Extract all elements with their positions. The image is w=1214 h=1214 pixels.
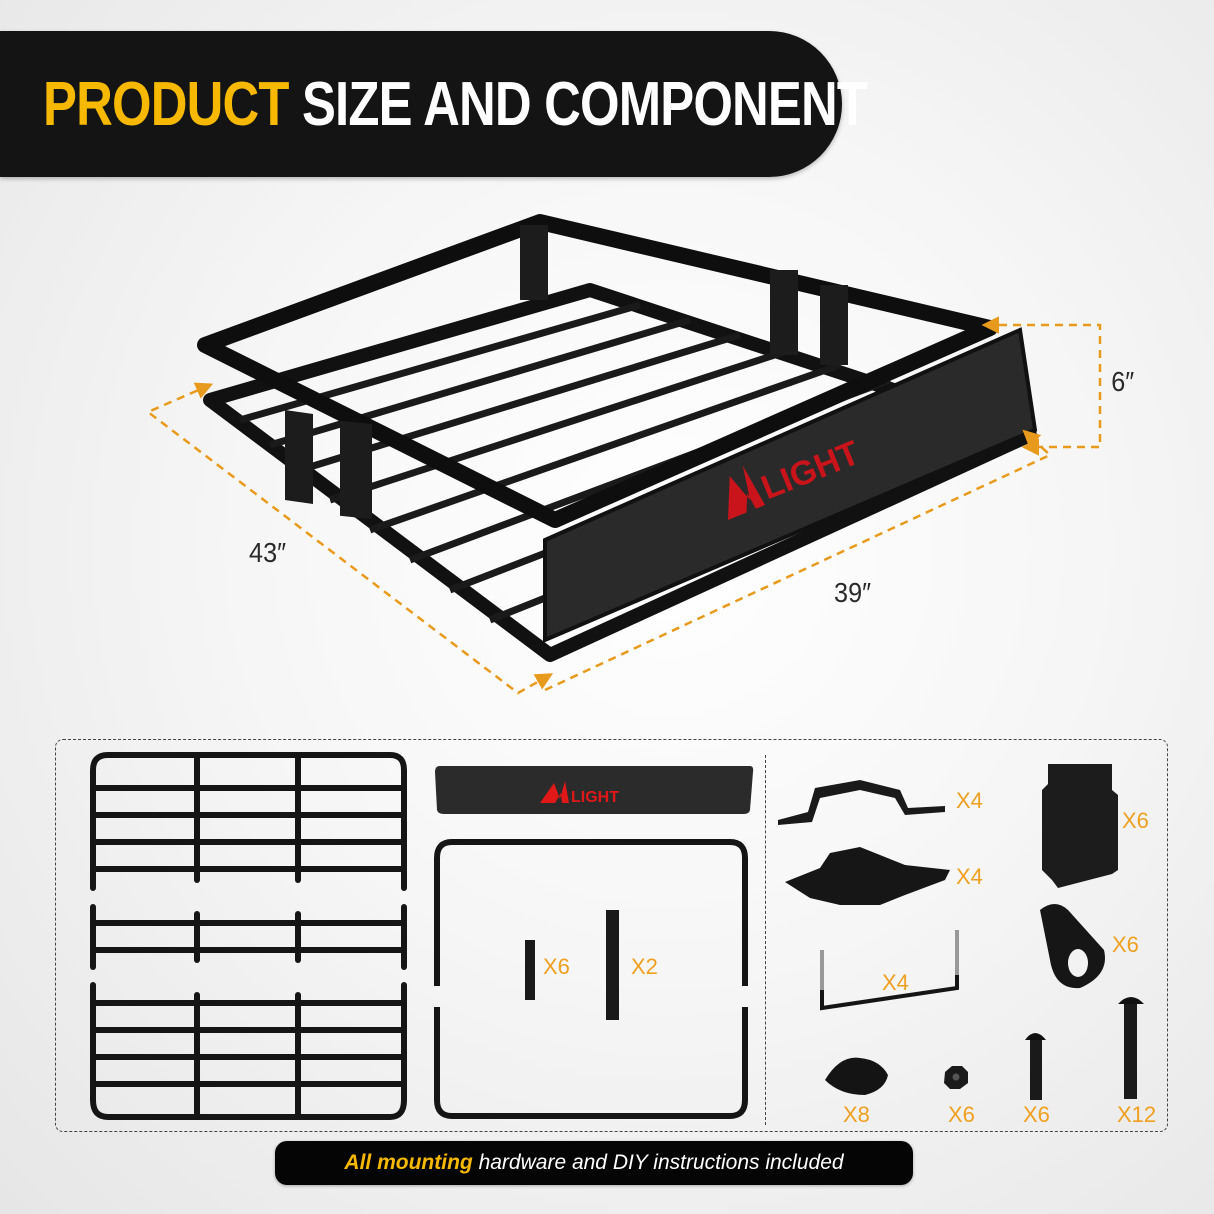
footer-rest: hardware and DIY instructions included: [472, 1151, 844, 1174]
qty-mounting-bracket: X4: [956, 788, 983, 813]
qty-tube-sleeve: X6: [543, 954, 570, 979]
qty-tube-clamp: X6: [1112, 932, 1139, 957]
mounting-bracket-icon: [778, 780, 945, 825]
components-panel: [55, 739, 1168, 1132]
short-bolt-icon: [1025, 1033, 1046, 1100]
assembled-rack-illustration: LIGHT 43″ 39″ 6″: [0, 180, 1214, 720]
footer-accent: All mounting: [344, 1151, 473, 1174]
qty-hex-nut: X6: [948, 1102, 975, 1127]
page-title: PRODUCT SIZE AND COMPONENT: [43, 69, 868, 140]
qty-star-knob: X8: [843, 1102, 870, 1127]
title-rest: SIZE AND COMPONENT: [288, 69, 868, 139]
tube-clamp-icon: [1040, 904, 1105, 989]
qty-u-bolt: X4: [882, 970, 909, 995]
star-knob-icon: [825, 1057, 888, 1095]
title-banner: PRODUCT SIZE AND COMPONENT: [0, 31, 868, 177]
dimension-height-label: 6″: [1111, 366, 1135, 397]
qty-short-bolt: X6: [1023, 1102, 1050, 1127]
qty-tube-joint: X2: [631, 954, 658, 979]
rubber-pad-icon: [785, 847, 950, 905]
roof-rack-icon: LIGHT: [145, 214, 1102, 695]
long-bolt-icon: [1118, 997, 1144, 1099]
dimension-length-label: 43″: [249, 537, 287, 568]
riser-plate-icon: [1042, 764, 1118, 888]
qty-rubber-pad: X4: [956, 864, 983, 889]
footer-note: All mounting hardware and DIY instructio…: [275, 1141, 913, 1185]
title-accent: PRODUCT: [43, 69, 289, 139]
components-divider: [765, 755, 766, 1125]
svg-text:LIGHT: LIGHT: [571, 789, 619, 806]
dimension-width-label: 39″: [834, 577, 872, 608]
qty-long-bolt: X12: [1117, 1102, 1157, 1127]
brand-logo-small: LIGHT: [540, 781, 619, 806]
qty-riser-plate: X6: [1122, 808, 1149, 833]
u-bolt-icon: [820, 930, 959, 1011]
